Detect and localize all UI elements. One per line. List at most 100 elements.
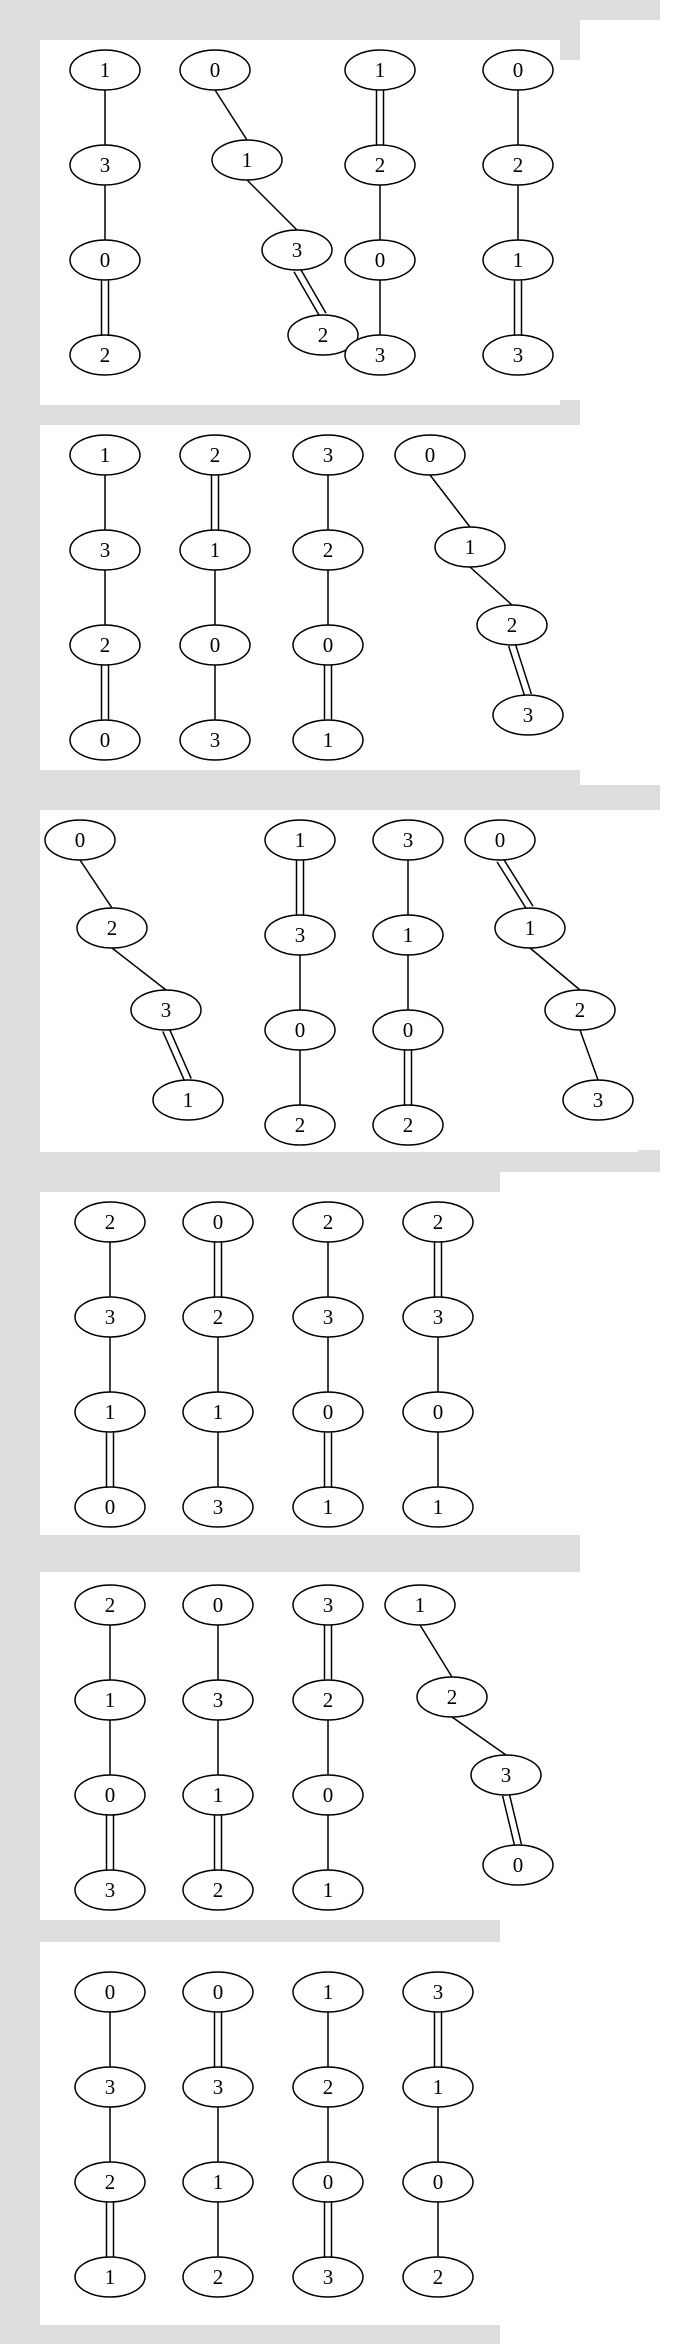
node: 2 — [372, 1104, 444, 1146]
node-label: 2 — [213, 1878, 224, 1902]
node-label: 0 — [210, 58, 221, 82]
edge-line — [429, 474, 471, 528]
node-ellipse — [292, 2066, 364, 2108]
node: 0 — [179, 624, 251, 666]
node: 0 — [292, 624, 364, 666]
node-label: 2 — [323, 2075, 334, 2099]
node: 0 — [44, 819, 116, 861]
node-ellipse — [182, 1869, 254, 1911]
node: 0 — [464, 819, 536, 861]
node-label: 1 — [323, 728, 334, 752]
node: 0 — [74, 1774, 146, 1816]
node: 0 — [182, 1971, 254, 2013]
node: 2 — [292, 2066, 364, 2108]
node-ellipse — [74, 1679, 146, 1721]
node-ellipse — [402, 1391, 474, 1433]
node-ellipse — [434, 526, 506, 568]
node: 0 — [402, 1391, 474, 1433]
node-ellipse — [482, 1844, 554, 1886]
node-label: 1 — [100, 443, 111, 467]
node: 0 — [182, 1201, 254, 1243]
node-label: 0 — [495, 828, 506, 852]
edge-line — [111, 947, 167, 991]
double-edge-line — [508, 1794, 523, 1845]
node-ellipse — [372, 819, 444, 861]
outer-frame-band — [580, 785, 660, 810]
edge-line — [214, 89, 248, 141]
node-label: 1 — [213, 2170, 224, 2194]
node-ellipse — [494, 907, 566, 949]
node-ellipse — [402, 1486, 474, 1528]
node-label: 2 — [447, 1685, 458, 1709]
node-ellipse — [344, 49, 416, 91]
node-label: 2 — [100, 633, 111, 657]
node: 2 — [69, 624, 141, 666]
node: 1 — [152, 1079, 224, 1121]
node-ellipse — [482, 239, 554, 281]
node: 3 — [292, 1584, 364, 1626]
panel-backgrounds — [40, 40, 638, 2304]
node-label: 0 — [323, 1400, 334, 1424]
node-label: 0 — [375, 248, 386, 272]
node-label: 1 — [465, 535, 476, 559]
node-ellipse — [69, 144, 141, 186]
node-label: 1 — [323, 1980, 334, 2004]
node: 1 — [182, 2161, 254, 2203]
node: 3 — [74, 1296, 146, 1338]
node-ellipse — [44, 819, 116, 861]
node-ellipse — [372, 914, 444, 956]
node-label: 2 — [105, 1593, 116, 1617]
node: 1 — [182, 1391, 254, 1433]
node-label: 2 — [507, 613, 518, 637]
node: 1 — [211, 139, 283, 181]
node-ellipse — [402, 1201, 474, 1243]
node: 2 — [416, 1676, 488, 1718]
node-label: 3 — [323, 1305, 334, 1329]
node-label: 0 — [513, 58, 524, 82]
node: 0 — [402, 2161, 474, 2203]
node: 0 — [292, 1391, 364, 1433]
node-label: 3 — [100, 538, 111, 562]
node-ellipse — [344, 144, 416, 186]
node: 1 — [292, 719, 364, 761]
node: 3 — [182, 2066, 254, 2108]
node-label: 0 — [213, 1593, 224, 1617]
node-label: 3 — [213, 1495, 224, 1519]
node: 3 — [344, 334, 416, 376]
node-label: 3 — [213, 1688, 224, 1712]
node: 2 — [476, 604, 548, 646]
node-ellipse — [402, 2256, 474, 2298]
node: 1 — [264, 819, 336, 861]
node-label: 2 — [105, 1210, 116, 1234]
node-label: 3 — [292, 238, 303, 262]
node-ellipse — [544, 989, 616, 1031]
outer-frame-band — [0, 1150, 660, 1172]
node-ellipse — [69, 49, 141, 91]
node-ellipse — [482, 144, 554, 186]
panel-3-background — [40, 810, 638, 1152]
node-ellipse — [372, 1009, 444, 1051]
node: 0 — [292, 1774, 364, 1816]
outer-frame-band — [0, 1550, 580, 1572]
node: 0 — [69, 719, 141, 761]
node-label: 1 — [323, 1495, 334, 1519]
node-ellipse — [69, 529, 141, 571]
node-label: 2 — [295, 1113, 306, 1137]
node-ellipse — [292, 434, 364, 476]
node-label: 0 — [323, 633, 334, 657]
node-label: 3 — [593, 1088, 604, 1112]
node: 2 — [402, 1201, 474, 1243]
node-label: 1 — [100, 58, 111, 82]
node-ellipse — [182, 1296, 254, 1338]
node-ellipse — [69, 434, 141, 476]
node-label: 3 — [433, 1305, 444, 1329]
double-edge-line — [162, 1031, 186, 1082]
